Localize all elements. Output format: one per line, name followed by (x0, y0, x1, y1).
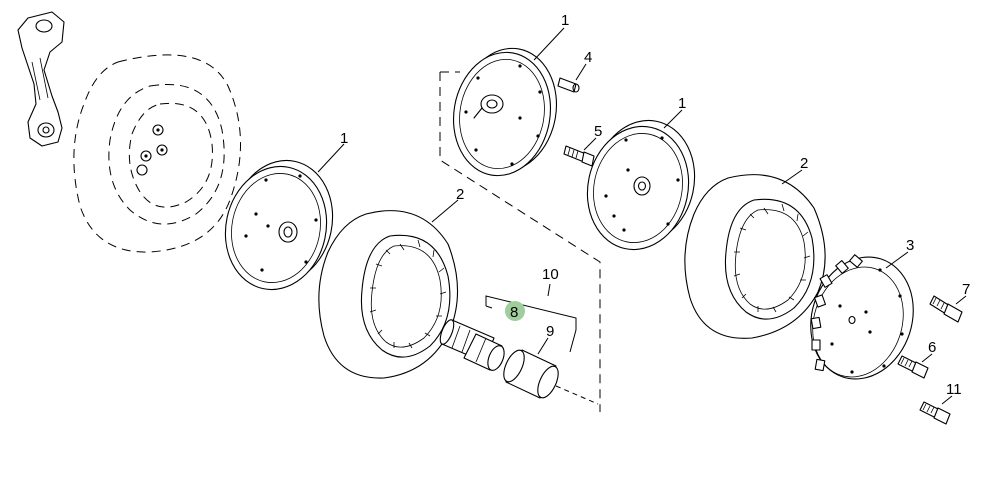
callout-5[interactable]: 5 (594, 123, 602, 140)
tire-middle (318, 210, 459, 379)
bolt-part-6 (897, 355, 929, 379)
callout-11[interactable]: 11 (946, 381, 962, 398)
wheel-half-left (224, 159, 334, 291)
assembly-group-outline (439, 71, 601, 412)
pin-part-4 (557, 77, 580, 93)
leader-lines (317, 27, 967, 405)
bolt-part-11 (919, 401, 951, 425)
selected-callout-highlight (505, 301, 525, 321)
sleeve-part-9 (503, 349, 599, 405)
callout-10[interactable]: 10 (542, 266, 559, 283)
wheel-half-top (452, 47, 558, 177)
bolt-part-7 (929, 295, 963, 323)
callout-9[interactable]: 9 (546, 323, 554, 340)
arm-bracket (17, 11, 65, 147)
callout-3[interactable]: 3 (906, 237, 914, 254)
hub-plate-part-3 (810, 254, 914, 380)
callout-8[interactable]: 8 (510, 304, 518, 321)
callout-2-middle[interactable]: 2 (456, 186, 464, 203)
wheel-half-right (586, 119, 696, 251)
callout-7[interactable]: 7 (962, 281, 970, 298)
callout-2-right[interactable]: 2 (800, 155, 808, 172)
callout-numbers: 1 1 1 2 2 3 4 5 6 7 8 9 10 11 (340, 12, 970, 398)
tire-right (684, 174, 826, 339)
callout-1-top[interactable]: 1 (561, 12, 569, 29)
callout-1-left[interactable]: 1 (340, 130, 348, 147)
bolt-part-5 (563, 145, 595, 167)
shaft-part-8 (439, 319, 505, 371)
callout-1-right[interactable]: 1 (678, 95, 686, 112)
hub-lugs (136, 124, 168, 176)
phantom-tire (73, 54, 241, 253)
callout-6[interactable]: 6 (928, 339, 936, 356)
callout-10-bracket (485, 283, 577, 353)
callout-4[interactable]: 4 (584, 49, 592, 66)
